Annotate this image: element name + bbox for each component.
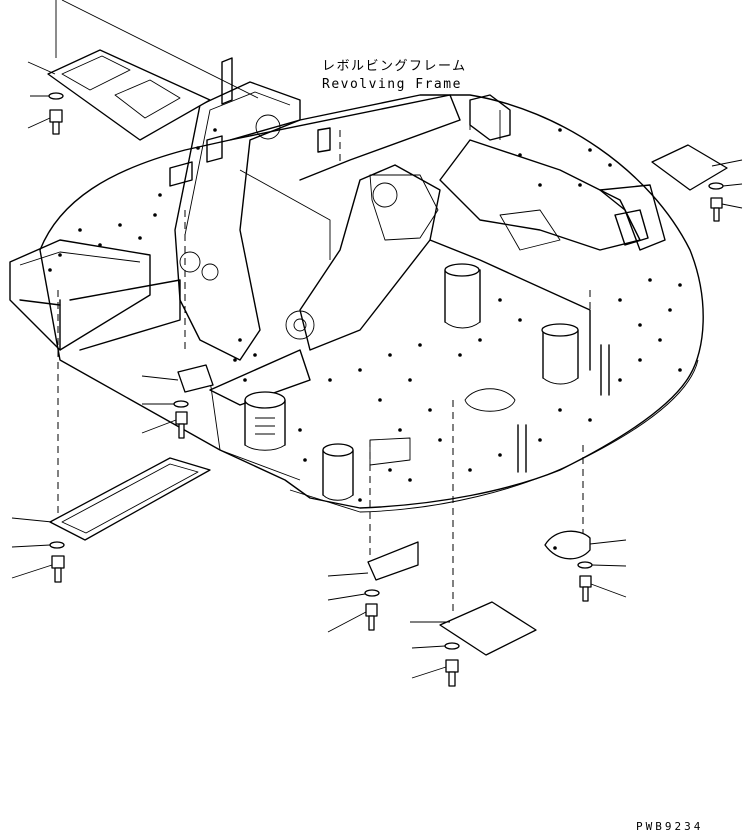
pipe-upright-left — [444, 263, 481, 329]
cover-plate-top-left — [27, 49, 211, 141]
bolt-left-middle — [141, 411, 188, 439]
washer-right-lower — [577, 561, 627, 569]
cover-plate-left-middle — [141, 364, 214, 393]
washer-right-upper — [708, 182, 743, 190]
bolt-center-large — [411, 659, 459, 687]
drawing-code: PWB9234 — [636, 820, 703, 833]
swing-bearing-box — [244, 391, 286, 451]
cover-plate-center-small — [327, 541, 419, 581]
bolt-top-left — [27, 109, 63, 135]
washer-center-small — [327, 589, 380, 601]
title-japanese: レボルビングフレーム — [322, 59, 467, 74]
cover-plate-right-upper — [651, 144, 743, 191]
frame-bolt-holes — [48, 128, 682, 502]
cover-plate-right-lower — [544, 530, 627, 560]
pipe-upright-right — [541, 323, 579, 385]
bolt-center-small — [327, 603, 378, 633]
washer-left-middle — [142, 400, 189, 408]
bolt-right-lower — [579, 575, 627, 602]
pipe-upright-front — [322, 443, 354, 501]
washer-left-lower — [11, 541, 65, 549]
bolt-right-upper — [710, 197, 743, 222]
cover-plate-center-large — [410, 601, 537, 656]
washer-top-left — [30, 92, 64, 100]
title-english: Revolving Frame — [322, 77, 462, 92]
cover-plate-left-lower — [11, 457, 211, 541]
washer-center-large — [411, 642, 460, 650]
revolving-frame — [9, 0, 704, 615]
bolt-left-lower — [11, 555, 65, 583]
